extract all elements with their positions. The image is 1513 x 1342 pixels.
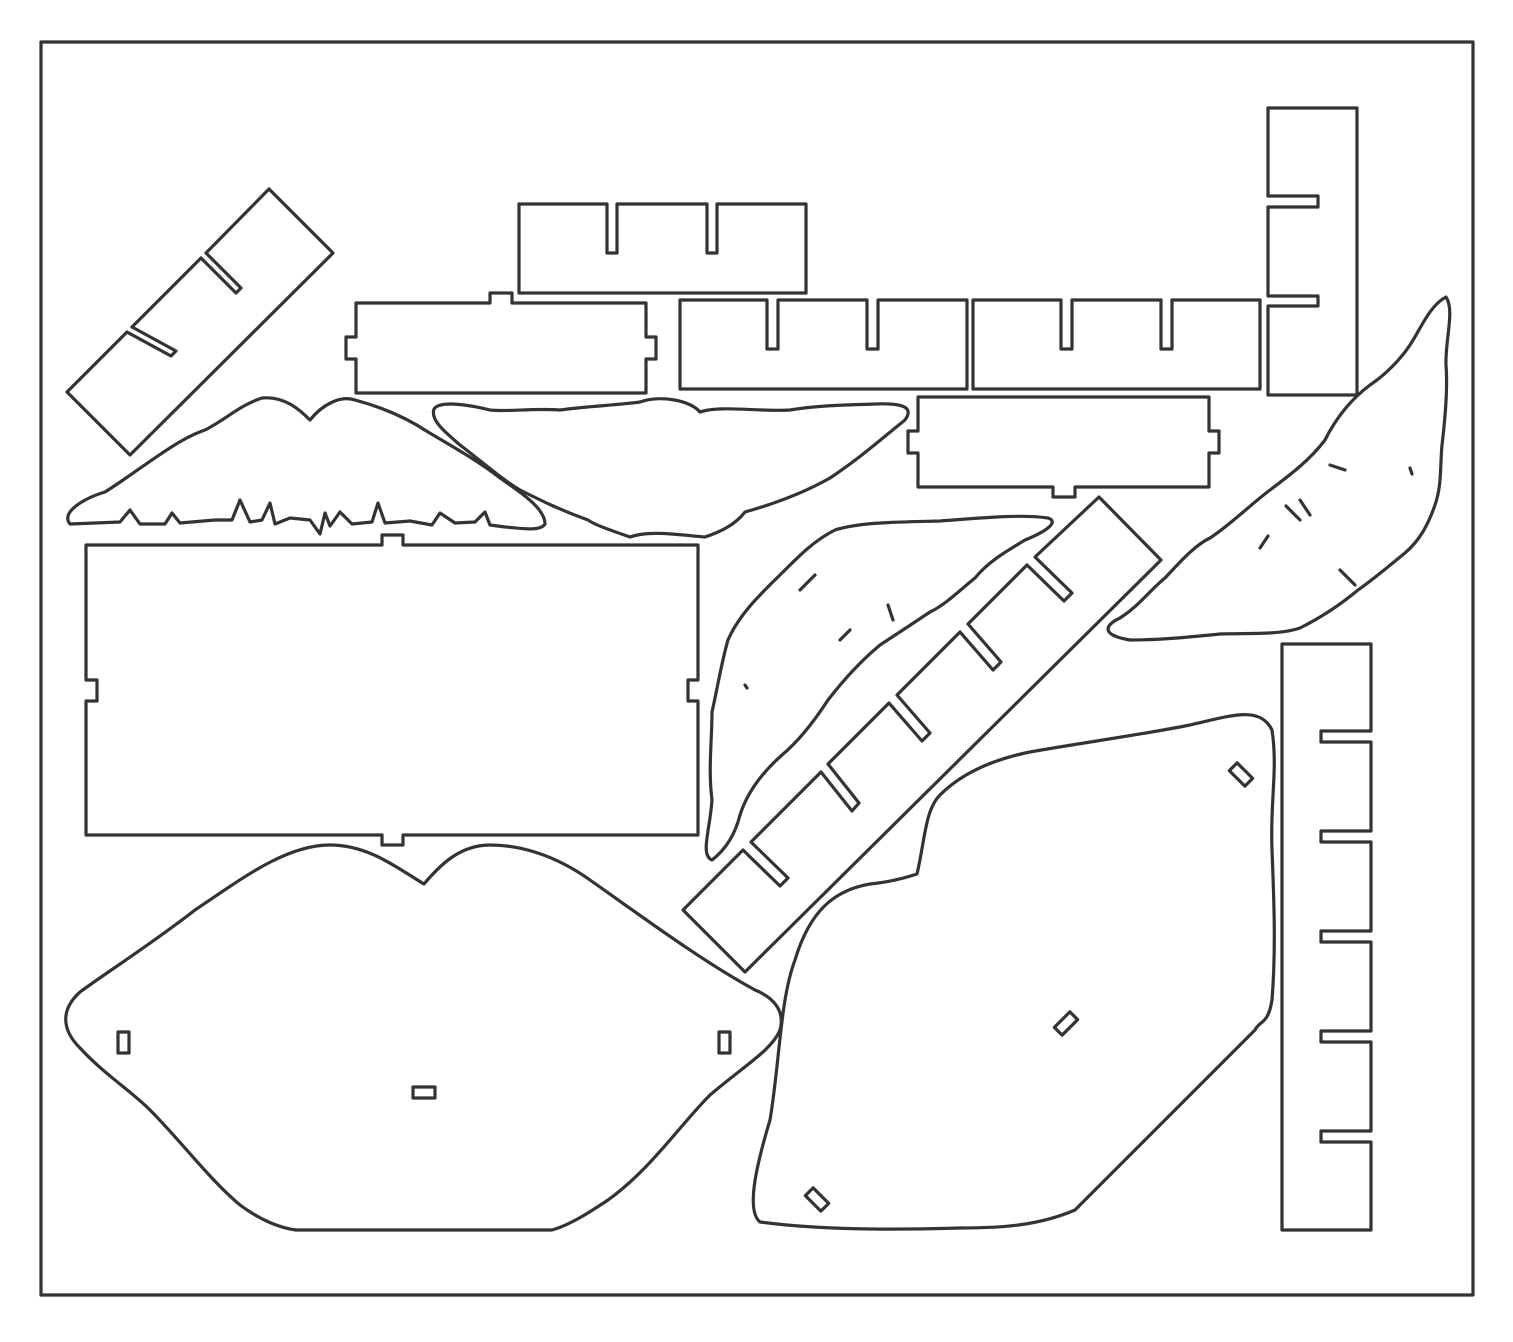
lips-slot-right [717,1030,732,1055]
diagonal-slotted-strip-small [65,187,335,457]
blob-slot-3 [803,1186,831,1213]
slotted-panel-middle-a [678,298,969,391]
cut-lines [39,40,1475,1297]
slotted-panel-vertical-top-right [1266,106,1359,397]
tabbed-panel-right [906,395,1221,499]
leaf-shape-3 [704,514,1054,862]
slotted-panel-vertical-bottom-right [1280,642,1373,1232]
blob-slot-2 [1052,1010,1080,1037]
sheet-border [39,40,1475,1297]
slotted-panel-top [517,202,808,295]
leaf-vein-marks [743,463,1414,690]
base-blob-shape [751,713,1276,1231]
blob-slot-1 [1227,761,1255,788]
slotted-panel-middle-b [971,298,1262,391]
large-tabbed-panel [84,533,700,847]
lips-slot-center [411,1085,437,1100]
leaf-shape-4 [1106,295,1452,642]
leaf-shape-1 [66,396,547,536]
diagonal-slotted-strip-long [681,495,1163,974]
tabbed-panel-upper-left [344,291,658,395]
lips-slot-left [116,1030,131,1055]
leaf-shape-2 [431,397,910,539]
lips-shape [64,843,783,1232]
